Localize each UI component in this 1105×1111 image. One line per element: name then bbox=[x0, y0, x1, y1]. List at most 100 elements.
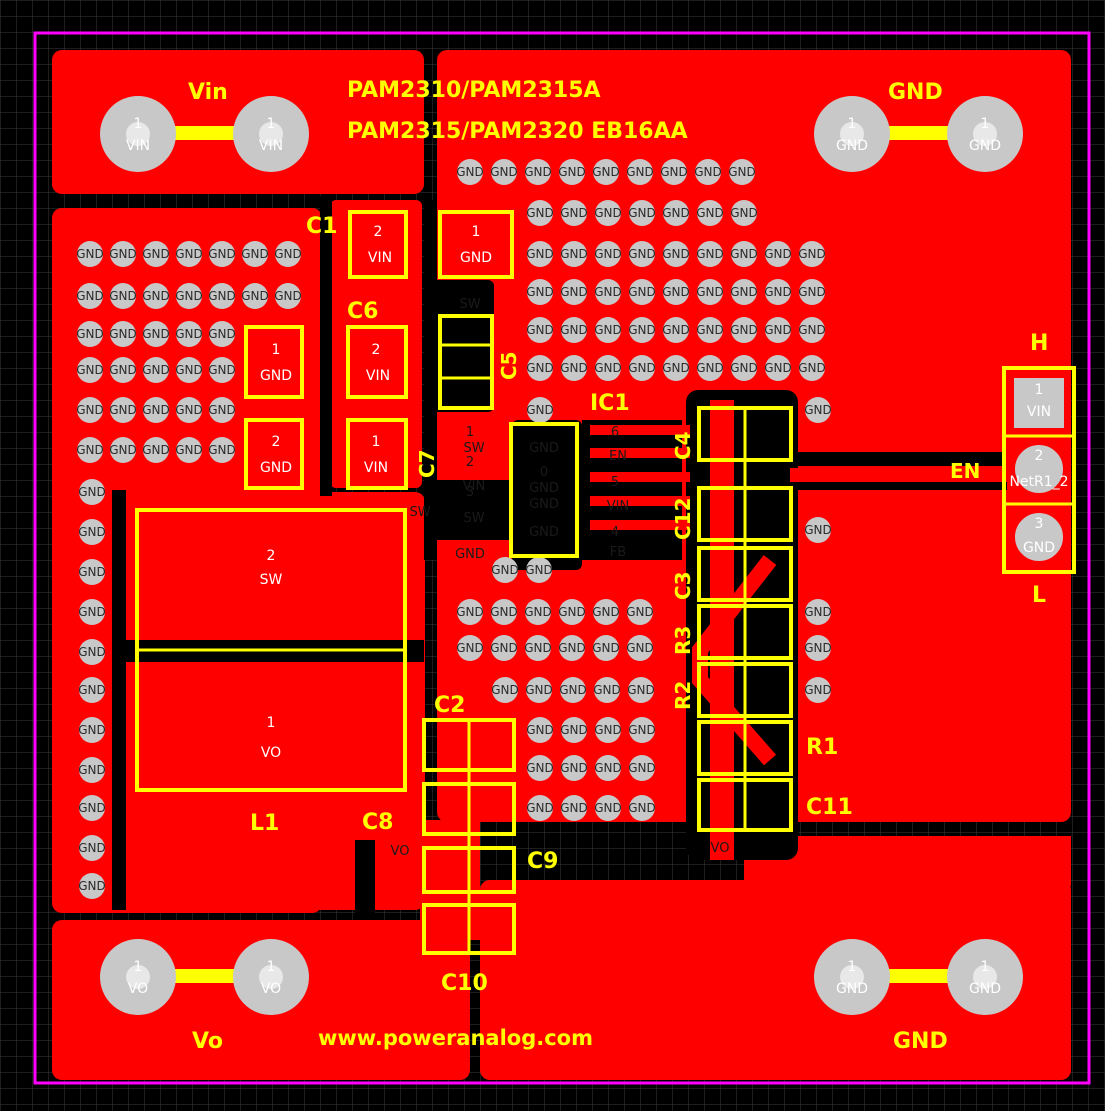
via-net-label: GND bbox=[208, 327, 236, 341]
via: GND bbox=[78, 677, 106, 703]
terminal-pad-number: 1 bbox=[134, 116, 143, 132]
designator-c12: C12 bbox=[671, 497, 695, 540]
via: GND bbox=[78, 479, 106, 505]
via-net-label: GND bbox=[109, 403, 137, 417]
via: GND bbox=[142, 241, 170, 267]
via: GND bbox=[109, 397, 137, 423]
ic1-pin1-num: 1 bbox=[466, 425, 474, 440]
via-net-label: GND bbox=[208, 363, 236, 377]
via: GND bbox=[526, 717, 554, 743]
via-net-label: GND bbox=[764, 285, 792, 299]
via-net-label: GND bbox=[730, 247, 758, 261]
via-net-label: GND bbox=[730, 285, 758, 299]
via-net-label: GND bbox=[594, 285, 622, 299]
via: GND bbox=[662, 241, 690, 267]
via: GND bbox=[524, 159, 552, 185]
via: GND bbox=[628, 317, 656, 343]
c6-pad-outline bbox=[346, 325, 408, 399]
via: GND bbox=[491, 677, 519, 703]
via-net-label: GND bbox=[175, 363, 203, 377]
via-net-label: GND bbox=[109, 363, 137, 377]
via-net-label: GND bbox=[208, 443, 236, 457]
c7-gnd-net: GND bbox=[260, 460, 292, 476]
ic1-pin1-net: SW bbox=[463, 441, 484, 456]
via-net-label: GND bbox=[526, 285, 554, 299]
via: GND bbox=[626, 159, 654, 185]
via-net-label: GND bbox=[175, 403, 203, 417]
via-net-label: GND bbox=[175, 443, 203, 457]
via: GND bbox=[109, 357, 137, 383]
via-net-label: GND bbox=[208, 247, 236, 261]
copper-pours bbox=[52, 50, 1071, 1080]
via: GND bbox=[560, 200, 588, 226]
c1-pad-num: 2 bbox=[374, 224, 383, 240]
via: GND bbox=[560, 755, 588, 781]
via: GND bbox=[628, 200, 656, 226]
via-net-label: GND bbox=[175, 247, 203, 261]
via-net-label: GND bbox=[804, 641, 832, 655]
via-net-label: GND bbox=[764, 323, 792, 337]
via: GND bbox=[560, 241, 588, 267]
header-pin3-net: GND bbox=[1023, 540, 1055, 556]
via-net-label: GND bbox=[109, 247, 137, 261]
via-net-label: GND bbox=[558, 605, 586, 619]
designators: C1 C6 C5 C7 IC1 C4 C12 C3 R3 R2 R1 C11 C… bbox=[250, 214, 853, 996]
vo-bridge bbox=[420, 820, 480, 940]
l1-vo-net: VO bbox=[261, 745, 281, 761]
via: GND bbox=[696, 317, 724, 343]
via: GND bbox=[593, 677, 621, 703]
via-net-label: GND bbox=[560, 723, 588, 737]
via-net-label: GND bbox=[593, 683, 621, 697]
via: GND bbox=[241, 283, 269, 309]
board-outline bbox=[33, 31, 1091, 1085]
via: GND bbox=[78, 559, 106, 585]
terminal-pad-number: 1 bbox=[981, 959, 990, 975]
via: GND bbox=[798, 317, 826, 343]
website-label: www.poweranalog.com bbox=[318, 1026, 593, 1050]
via: GND bbox=[490, 635, 518, 661]
via: GND bbox=[78, 519, 106, 545]
via-net-label: GND bbox=[208, 289, 236, 303]
designator-ic1: IC1 bbox=[590, 391, 630, 416]
ic1-pin3-net: SW bbox=[463, 511, 484, 526]
via-net-label: GND bbox=[660, 165, 688, 179]
via-net-label: GND bbox=[76, 289, 104, 303]
via: GND bbox=[560, 279, 588, 305]
via: GND bbox=[274, 241, 302, 267]
en-label: EN bbox=[950, 459, 980, 483]
via-net-label: GND bbox=[109, 289, 137, 303]
via-net-label: GND bbox=[798, 323, 826, 337]
via: GND bbox=[696, 200, 724, 226]
via-net-label: GND bbox=[696, 247, 724, 261]
via: GND bbox=[78, 639, 106, 665]
via-net-label: GND bbox=[662, 361, 690, 375]
via-net-label: GND bbox=[804, 605, 832, 619]
via: GND bbox=[592, 635, 620, 661]
via-net-label: GND bbox=[109, 327, 137, 341]
via: GND bbox=[109, 437, 137, 463]
via: GND bbox=[730, 317, 758, 343]
via-net-label: GND bbox=[78, 879, 106, 893]
terminal-pad-number: 1 bbox=[848, 959, 857, 975]
via-net-label: GND bbox=[628, 206, 656, 220]
via: GND bbox=[694, 159, 722, 185]
via-net-label: GND bbox=[798, 285, 826, 299]
via: GND bbox=[524, 599, 552, 625]
header-pin2-net: NetR1_2 bbox=[1009, 474, 1068, 490]
via: GND bbox=[456, 599, 484, 625]
terminal-pad-vo-b: 1VO bbox=[233, 939, 309, 1015]
ic1-pin6-num: 6 bbox=[611, 425, 619, 440]
via-net-label: GND bbox=[78, 723, 106, 737]
via-net-label: GND bbox=[142, 289, 170, 303]
l1-sw-net: SW bbox=[260, 572, 283, 588]
terminal-pad-hole bbox=[126, 965, 150, 989]
via-net-label: GND bbox=[592, 641, 620, 655]
via-net-label: GND bbox=[142, 403, 170, 417]
via-net-label: GND bbox=[804, 403, 832, 417]
via-net-label: GND bbox=[526, 206, 554, 220]
via-net-label: GND bbox=[208, 403, 236, 417]
via: GND bbox=[594, 717, 622, 743]
via-net-label: GND bbox=[804, 523, 832, 537]
